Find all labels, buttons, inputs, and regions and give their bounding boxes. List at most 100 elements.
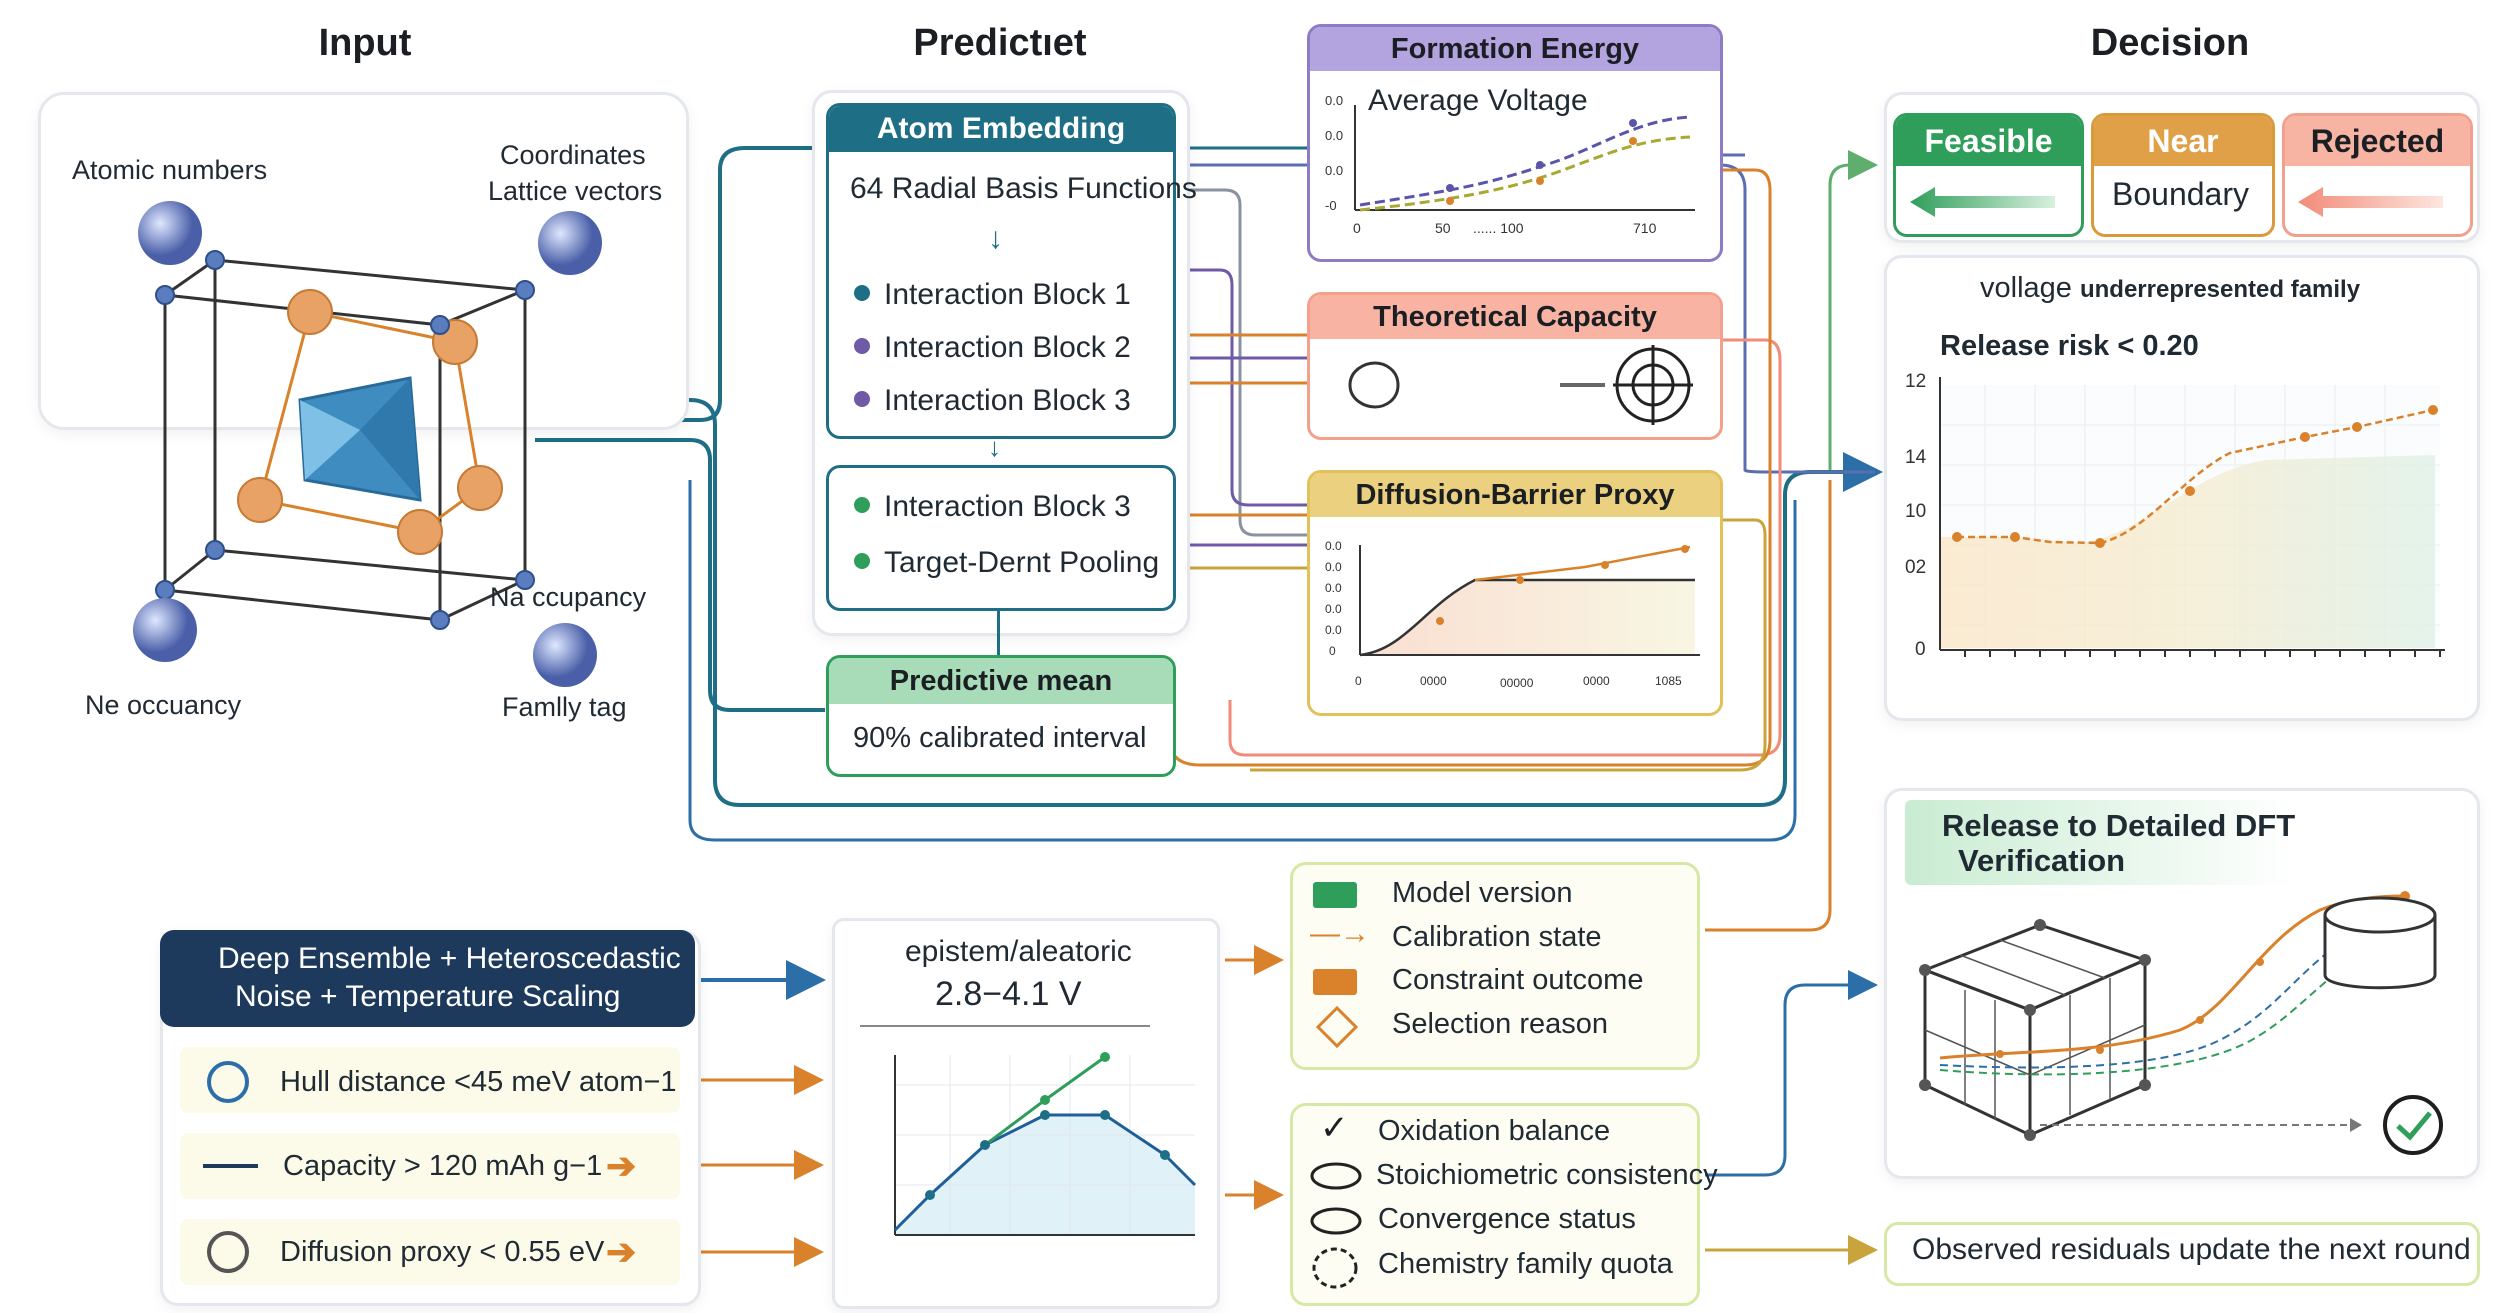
x-tick: 00000 [1500,676,1534,690]
selection-reason-label: Selection reason [1392,1008,1609,1040]
formation-energy-box: Formation Energy [1307,24,1723,262]
y-tick: 14 [1905,447,1927,468]
pooling-row: Target-Dernt Pooling [854,546,1159,580]
x-tick: 0000 [1420,674,1447,688]
interaction-block-2-label: Interaction Block 2 [884,331,1131,364]
y-tick: 0.0 [1325,93,1343,108]
x-tick: 0 [1355,674,1362,688]
risk-title-small: underrepresented family [2079,276,2361,303]
interaction-block-3: Interaction Block 3 [854,384,1131,418]
teal-dot-icon [854,285,870,302]
atomic-numbers-label: Atomic numbers [72,155,268,185]
y-tick: 02 [1905,557,1926,578]
interaction-block-1: Interaction Block 1 [854,278,1131,312]
y-tick: 0.0 [1325,602,1342,616]
y-tick: 0.0 [1325,623,1342,637]
uncertainty-range-value: 2.8−4.1 V [935,975,1082,1013]
rbf-label: 64 Radial Basis Functions [850,172,1197,205]
y-tick: 0.0 [1325,539,1342,553]
release-dft-title-2: Verification [1958,843,2126,878]
convergence-status-label: Convergence status [1378,1203,1636,1235]
constraint-outcome-icon [1313,969,1357,995]
down-arrow-icon: ↓ [988,432,1001,462]
capacity-icons [1348,345,1693,425]
average-voltage-label: Average Voltage [1368,84,1588,117]
rejected-card: Rejected [2282,113,2473,237]
lattice-vectors-label: Lattice vectors [488,176,663,206]
ensemble-header-box [160,930,695,1027]
calibration-state-label: Calibration state [1392,921,1602,953]
dft-verification-illustration [1919,891,2443,1155]
predictive-mean-header: Predictive mean [829,658,1173,704]
pooling-label: Target-Dernt Pooling [884,546,1160,579]
risk-title-main: vollage [1980,272,2072,304]
x-tick: ...... 100 [1473,220,1524,236]
family-tag-label: Famlly tag [502,692,627,722]
coordinates-sphere-icon [538,211,602,275]
constraint-outcome-label: Constraint outcome [1392,964,1644,996]
y-tick: -0 [1325,198,1337,213]
observed-residuals-label: Observed residuals update the next round [1912,1233,2471,1266]
y-tick: 0 [1915,639,1926,660]
feasible-header: Feasible [1896,116,2081,166]
interaction-block-2: Interaction Block 2 [854,331,1131,365]
diamond-icon [1315,1005,1359,1049]
chemistry-family-quota-label: Chemistry family quota [1378,1248,1673,1280]
feasible-card: Feasible [1893,113,2084,237]
release-risk-label: Release risk < 0.20 [1940,330,2199,362]
y-tick: 0.0 [1325,163,1343,178]
down-arrow-icon: ↓ [988,222,1003,255]
epistemic-aleatoric-label: epistem/aleatoric [905,935,1132,968]
database-icon [2323,896,2437,990]
capacity-constraint-label: Capacity > 120 mAh g−1 [283,1150,603,1182]
hull-distance-label: Hull distance <45 meV atom−1 [280,1066,677,1098]
ne-occupancy-label: Ne occuancy [85,690,242,720]
ensemble-title-2: Noise + Temperature Scaling [235,980,621,1013]
y-tick: 0.0 [1325,581,1342,595]
decision-column-title: Decision [2090,22,2250,64]
pooling-box [826,465,1176,611]
x-tick: 50 [1435,220,1451,236]
x-tick: 1085 [1655,674,1682,688]
red-left-arrow-icon [2298,187,2443,217]
ensemble-title-1: Deep Ensemble + Heteroscedastic [218,942,681,975]
atomic-numbers-sphere-icon [138,201,202,265]
na-occupancy-label: Na ccupancy [490,582,647,612]
circle-outline-icon [207,1061,249,1103]
y-tick: 0.0 [1325,560,1342,574]
target-icon [1613,345,1693,425]
observed-residuals-box [1884,1222,2480,1286]
x-tick: 0000 [1583,674,1610,688]
x-tick: 710 [1633,220,1657,236]
release-risk-chart: 12 14 10 02 0 [1905,371,2445,660]
rejected-header: Rejected [2285,116,2470,166]
formation-y-ticks: 0.0 0.0 0.0 -0 [1325,93,1343,213]
model-version-icon [1313,882,1357,908]
formation-energy-chart: 0.0 0.0 0.0 -0 0 50 ...... 100 710 [1325,93,1695,236]
atom-embedding-box: Atom Embedding [826,103,1176,439]
oxidation-balance-label: Oxidation balance [1378,1115,1611,1147]
green-left-arrow-icon [1910,187,2055,217]
interaction-block-3-label: Interaction Block 3 [884,384,1131,417]
orange-arrow-icon: ➔ [606,1231,637,1272]
y-tick: 0.0 [1325,128,1343,143]
interaction-block-3b: Interaction Block 3 [854,490,1131,524]
orange-arrow-icon: ➔ [606,1145,637,1186]
dashed-circle-icon [1312,1247,1358,1289]
validity-checks-box [1290,1103,1700,1306]
purple-dot-icon [854,391,870,408]
divider [860,1025,1150,1027]
input-column-title: Input [318,22,412,64]
uncertainty-chart [893,1052,1197,1236]
ellipse-icon [1310,1207,1362,1235]
predictive-mean-box: Predictive mean [826,655,1176,777]
interaction-block-1-label: Interaction Block 1 [884,278,1131,311]
ellipse-icon [1310,1162,1362,1190]
ne-occupancy-sphere-icon [133,598,197,662]
risk-title: vollage underrepresented family [1980,272,2360,305]
calibration-arrow-icon: —→ [1310,917,1370,950]
release-dft-header-bg [1905,800,2295,885]
interaction-block-3b-label: Interaction Block 3 [884,490,1131,523]
constraint-row [180,1219,680,1285]
